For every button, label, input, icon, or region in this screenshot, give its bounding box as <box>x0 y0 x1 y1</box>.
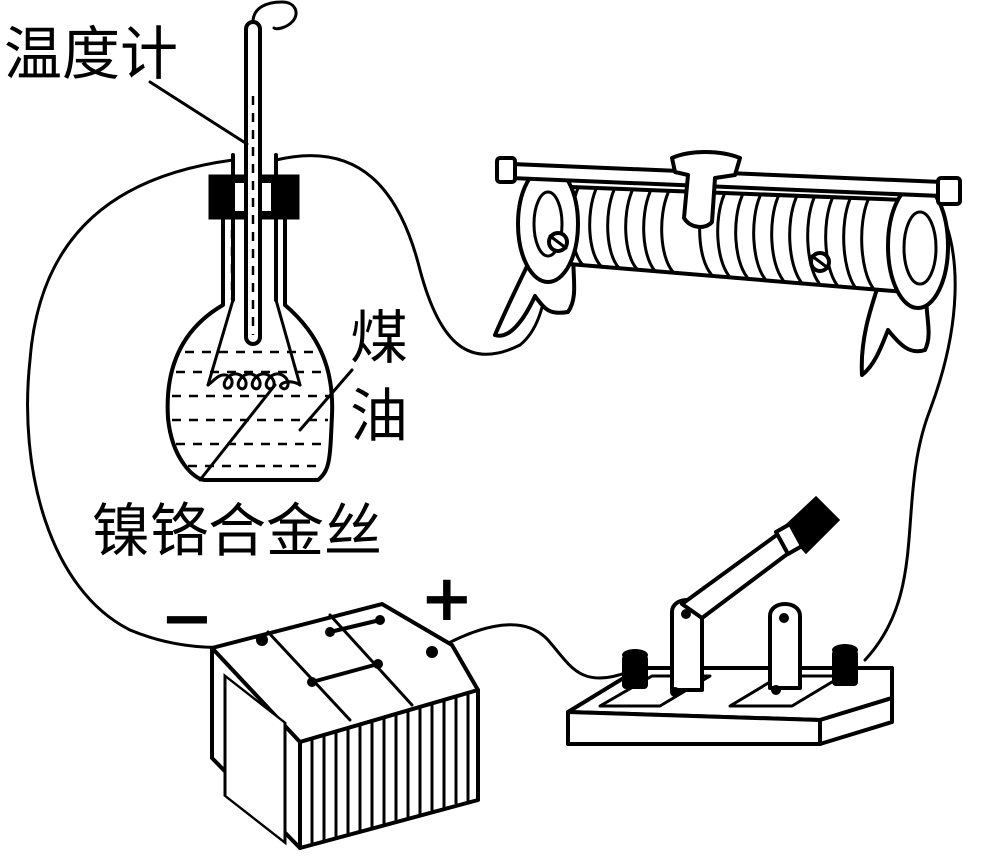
flask <box>165 218 335 482</box>
battery-label-panel <box>223 673 287 846</box>
rheostat-binding-screw-left[interactable] <box>547 231 569 253</box>
switch-clip <box>768 602 802 690</box>
label-pointer-lines <box>148 80 354 482</box>
pointer-thermometer <box>148 80 249 146</box>
flask-apparatus <box>165 0 335 482</box>
label-kerosene-top: 煤 <box>350 304 408 372</box>
switch-binding-post-left[interactable] <box>622 649 648 689</box>
pointer-nichrome <box>198 383 277 482</box>
switch-binding-post-right[interactable] <box>832 644 858 686</box>
knife-switch <box>566 495 894 746</box>
rheostat-terminal-right <box>936 176 962 206</box>
battery-terminal-positive[interactable] <box>426 646 438 658</box>
wire-flask-to-battery-negative <box>26 158 264 649</box>
battery-pack <box>210 602 480 850</box>
label-thermometer: 温度计 <box>4 20 178 88</box>
thermometer <box>244 0 298 346</box>
label-nichrome-wire: 镍铬合金丝 <box>92 497 382 565</box>
label-kerosene-bottom: 油 <box>350 382 408 450</box>
rheostat-binding-screw-right[interactable] <box>809 251 831 273</box>
rheostat-terminal-left <box>495 156 517 184</box>
wire-battery-positive-to-switch <box>430 623 630 680</box>
circuit-wires <box>26 154 957 680</box>
label-positive-terminal: + <box>420 562 474 636</box>
switch-base-front <box>566 710 822 746</box>
wire-rheostat-to-switch <box>863 198 957 662</box>
wire-flask-to-rheostat <box>274 154 557 356</box>
rheostat-slider[interactable] <box>670 150 742 229</box>
sliding-rheostat <box>493 150 962 377</box>
battery-terminal-negative[interactable] <box>256 634 268 646</box>
rheostat-left-cap <box>516 164 580 284</box>
pointer-kerosene <box>298 368 354 432</box>
nichrome-coil <box>206 372 302 391</box>
label-negative-terminal: − <box>160 582 214 656</box>
battery-stripes <box>310 692 470 847</box>
